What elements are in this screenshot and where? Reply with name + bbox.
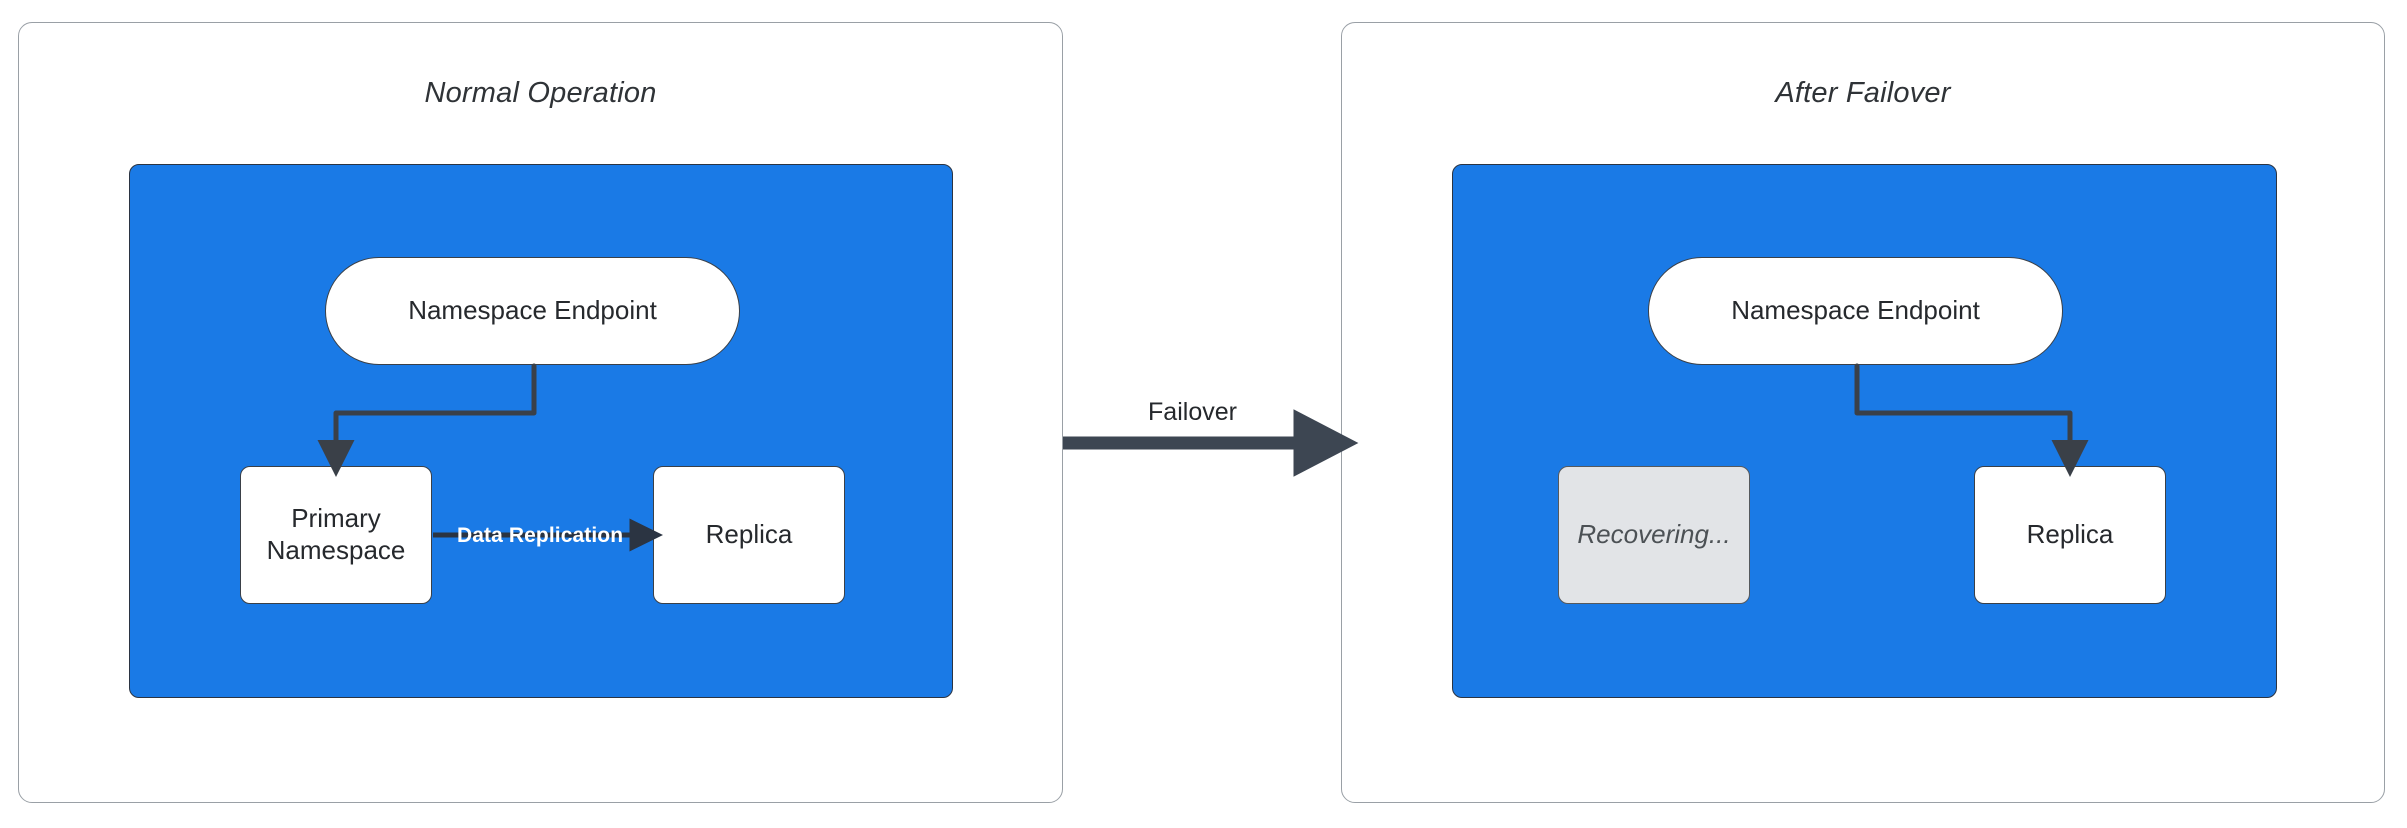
node-namespace-endpoint-left[interactable]: Namespace Endpoint [325,257,740,365]
node-replica-left-label: Replica [705,519,793,550]
node-primary-namespace-label-line1: Primary [291,503,381,534]
group-region-failover [1452,164,2277,698]
node-primary-namespace-label: Primary Namespace [267,503,406,566]
group-region-primary [129,164,953,698]
node-recovering[interactable]: Recovering... [1558,466,1750,604]
edge-label-failover: Failover [1148,398,1237,426]
node-recovering-label: Recovering... [1577,519,1731,550]
node-replica-right-label: Replica [2026,519,2114,550]
panel-after-failover-title: After Failover [1775,77,1951,109]
node-primary-namespace-label-line2: Namespace [266,535,406,565]
node-primary-namespace[interactable]: Primary Namespace [240,466,432,604]
node-replica-left[interactable]: Replica [653,466,845,604]
node-namespace-endpoint-right-label: Namespace Endpoint [1731,295,1980,326]
node-namespace-endpoint-left-label: Namespace Endpoint [408,295,657,326]
panel-normal-operation-title: Normal Operation [424,77,657,109]
node-namespace-endpoint-right[interactable]: Namespace Endpoint [1648,257,2063,365]
node-replica-right[interactable]: Replica [1974,466,2166,604]
edge-label-data-replication: Data Replication [457,524,624,547]
